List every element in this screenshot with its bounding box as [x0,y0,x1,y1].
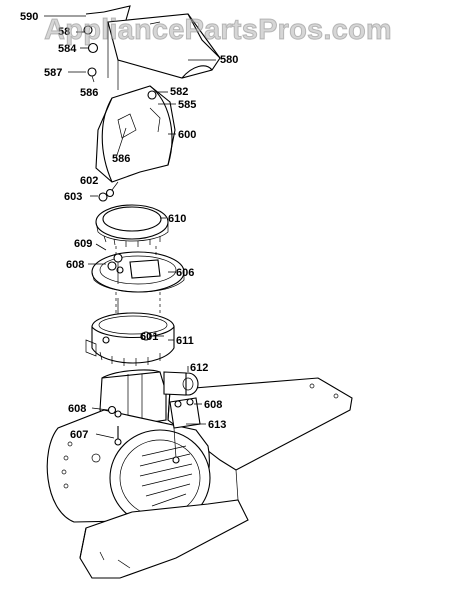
upper-chute-part [95,85,176,183]
hardware-top-left [83,11,105,83]
callout-600: 600 [178,129,196,141]
callout-580: 580 [220,54,238,66]
hardware-602-603 [98,181,119,202]
callout-582: 582 [170,86,188,98]
leader-lines [44,15,216,439]
callout-586a: 586 [80,87,98,99]
ring-611-part [85,312,175,366]
hardware-607-608 [107,405,122,446]
callout-606: 606 [176,267,194,279]
callout-613: 613 [208,419,226,431]
blower-housing-part [46,369,353,579]
callout-608b: 608 [204,399,222,411]
callout-labels: 590 58 584 587 586 580 582 585 600 586 6… [20,11,238,441]
callout-584: 584 [58,43,77,55]
callout-602: 602 [80,175,98,187]
ring-610-part [95,204,169,247]
callout-612: 612 [190,362,208,374]
plate-606-part [91,251,185,293]
callout-609: 609 [74,238,92,250]
callout-58x: 58 [58,26,70,38]
callout-601: 601 [140,331,158,343]
callout-590: 590 [20,11,38,23]
motor-612-part [163,371,199,396]
callout-607: 607 [70,429,88,441]
callout-587: 587 [44,67,62,79]
callout-586b: 586 [112,153,130,165]
callout-610: 610 [168,213,186,225]
callout-585: 585 [178,99,196,111]
chute-deflector-part [103,5,221,90]
callout-603: 603 [64,191,82,203]
callout-608a: 608 [66,259,84,271]
callout-611: 611 [176,335,194,347]
callout-608c: 608 [68,403,86,415]
